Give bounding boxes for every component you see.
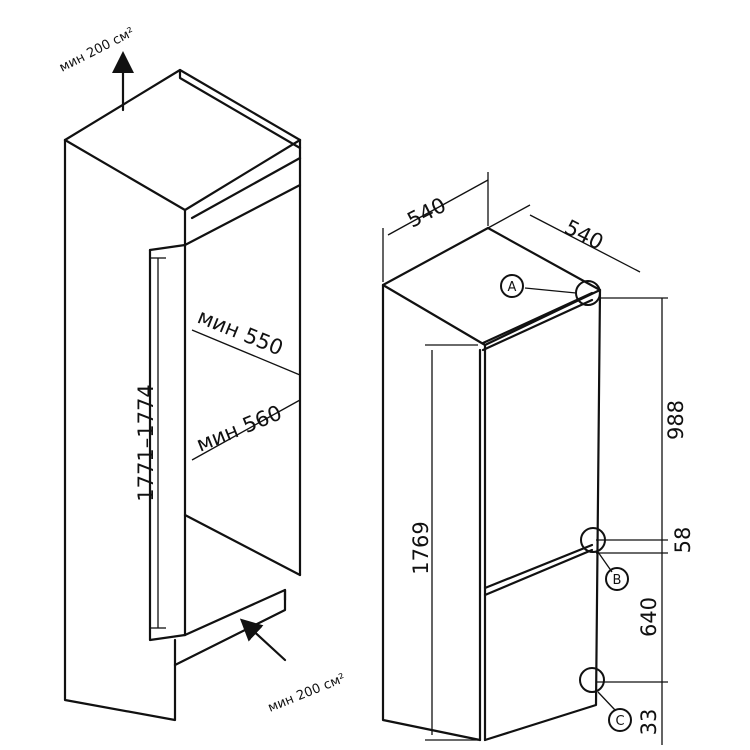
width-540-label: 540 [403, 193, 450, 233]
height-1769-label: 1769 [409, 521, 433, 574]
callout-c-label: C [615, 714, 624, 729]
dim-58-label: 58 [671, 527, 695, 554]
dim-640-label: 640 [637, 597, 661, 637]
niche-cabinet [63, 51, 302, 722]
depth-540-label: 540 [561, 215, 608, 255]
callout-a-label: A [508, 280, 517, 295]
vent-top-label: мин 200 см² [57, 25, 137, 76]
refrigerator-body [381, 172, 668, 745]
dim-33-label: 33 [637, 709, 661, 736]
niche-width-label: мин 550 [194, 304, 286, 360]
dim-988-label: 988 [664, 400, 688, 440]
callout-b-label: B [613, 573, 622, 588]
niche-depth-label: мин 560 [193, 401, 285, 457]
niche-height-label: 1771–1774 [134, 384, 158, 501]
vent-bottom-label: мин 200 см² [266, 671, 348, 716]
